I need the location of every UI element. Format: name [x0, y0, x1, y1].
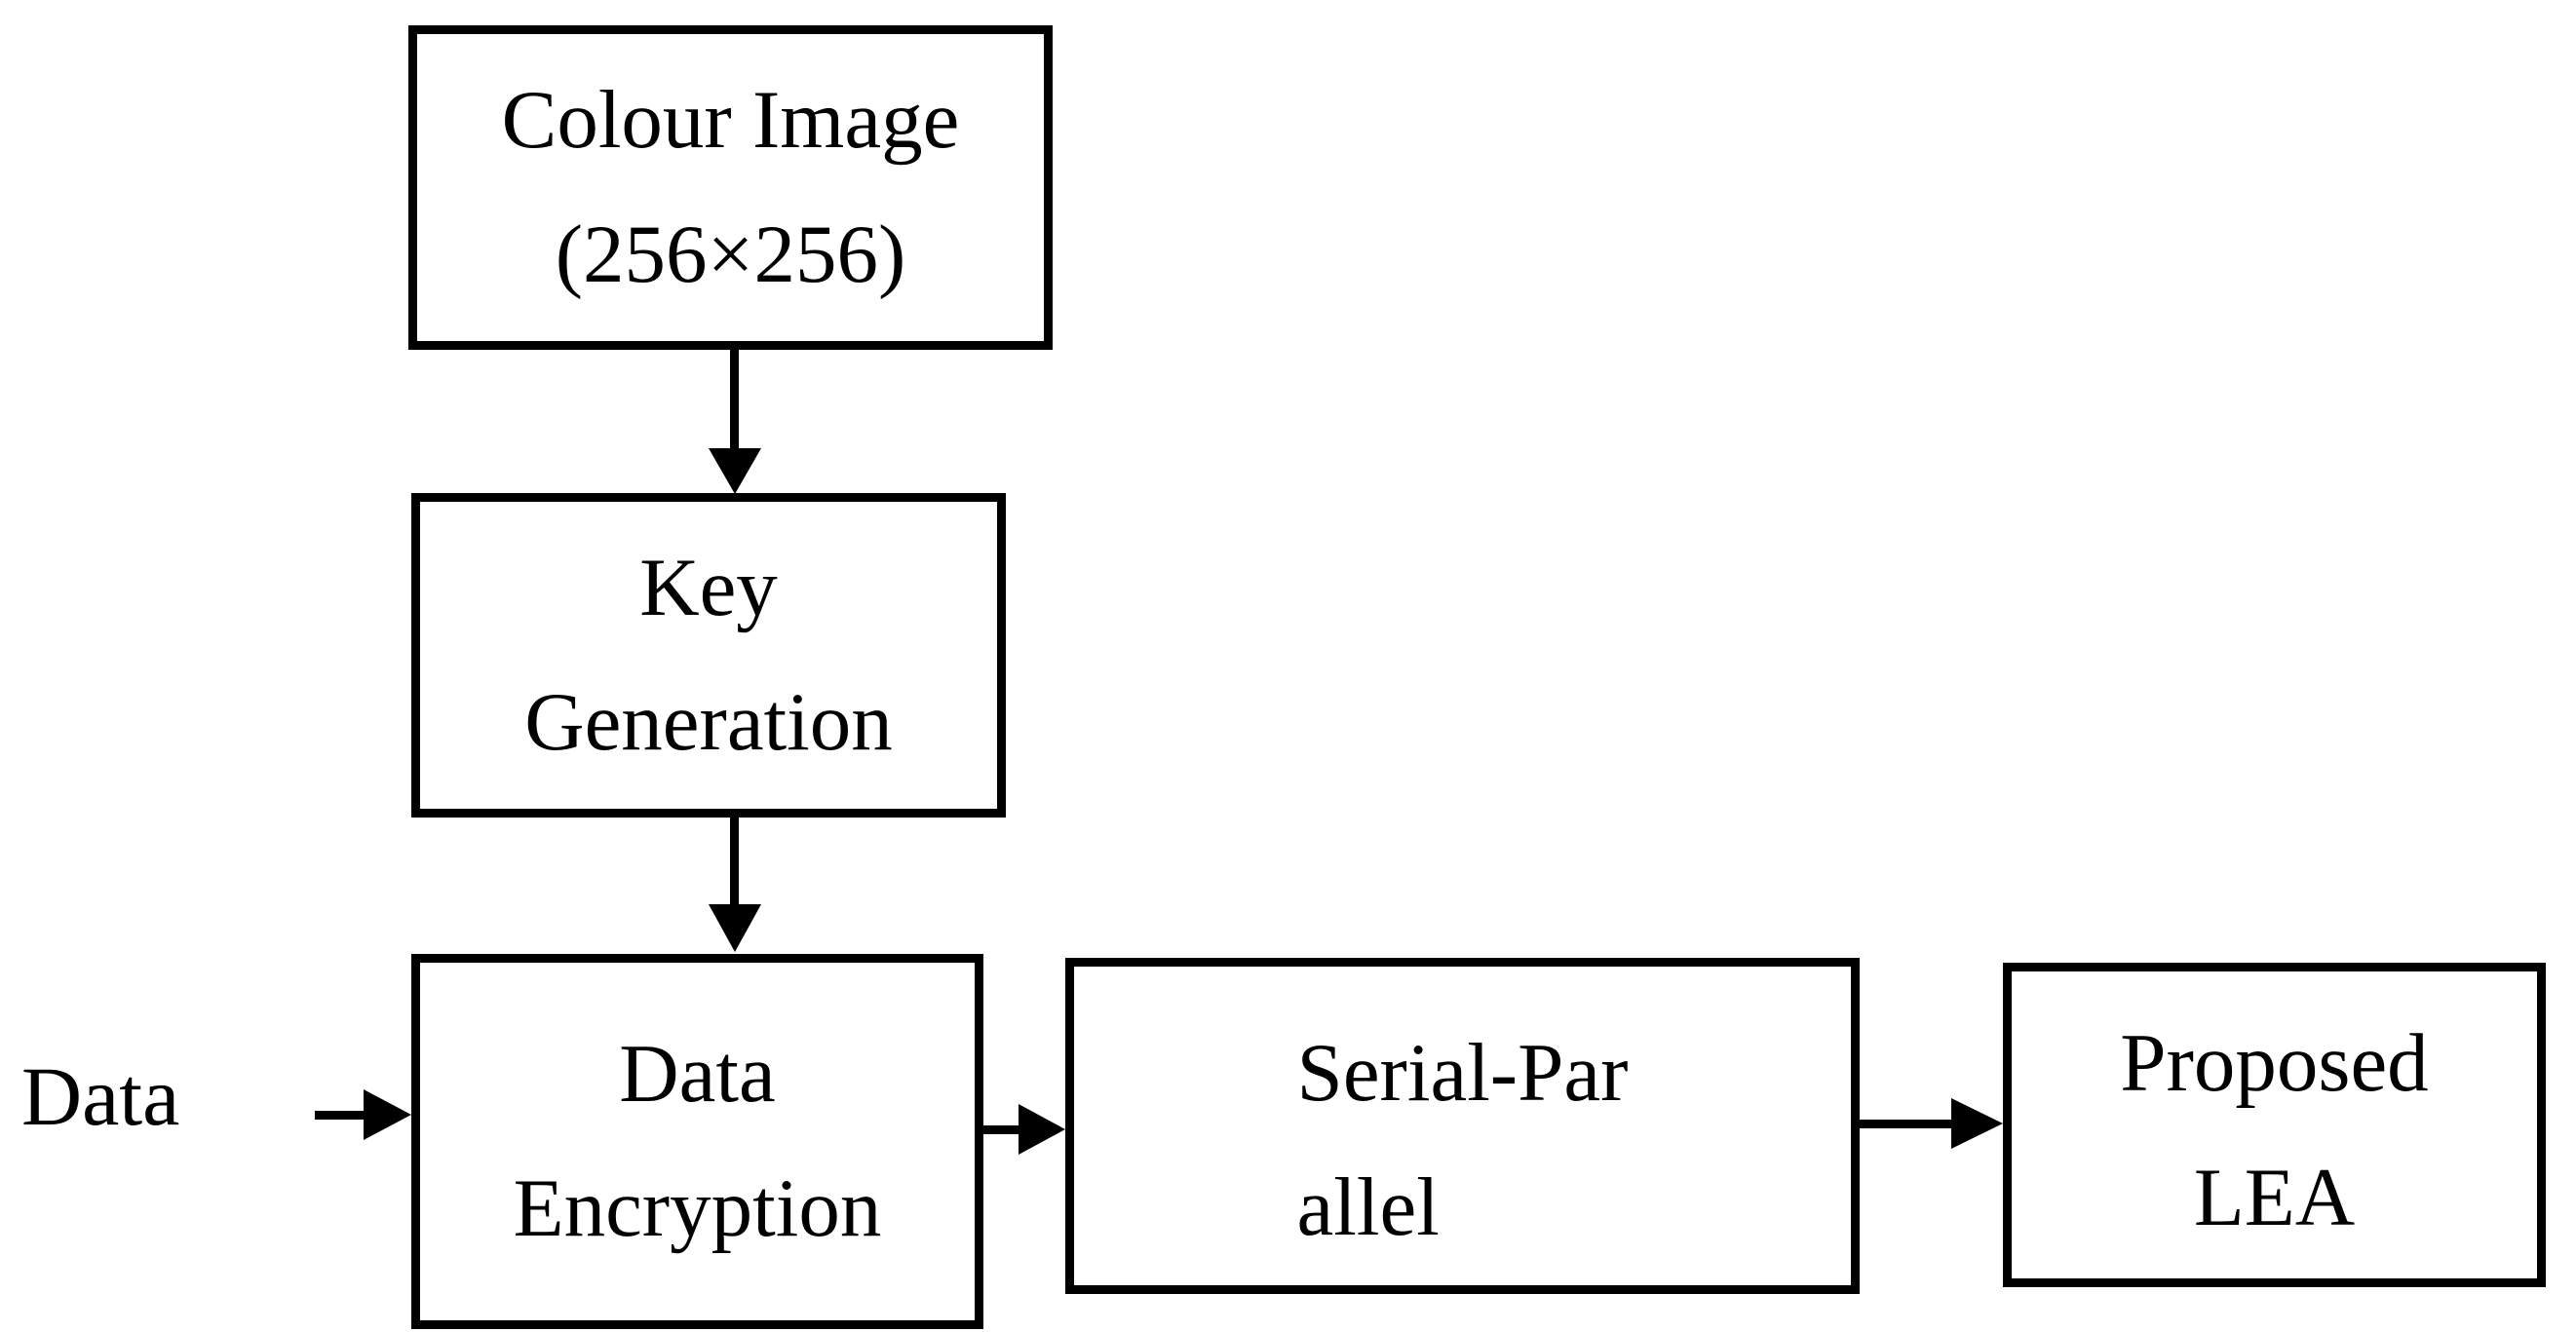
box-line: Colour Image	[501, 73, 960, 166]
box-proposed-lea: Proposed LEA	[2003, 963, 2546, 1287]
box-data-encryption: Data Encryption	[411, 954, 983, 1329]
box-line: Generation	[524, 675, 893, 768]
box-serial-parallel: Serial-Par allel	[1065, 958, 1860, 1294]
arrow-head	[709, 904, 761, 952]
box-line: LEA	[2193, 1151, 2356, 1243]
arrow-stem	[1859, 1120, 1954, 1128]
box-text-block: Serial-Par allel	[1297, 1007, 1629, 1275]
arrow-stem	[730, 817, 739, 906]
arrow-stem	[982, 1125, 1021, 1134]
box-line: Encryption	[513, 1161, 882, 1254]
data-input-label: Data	[21, 1049, 180, 1143]
arrow-stem	[315, 1111, 367, 1120]
arrow-head	[1951, 1098, 2003, 1149]
box-line: Key	[639, 541, 778, 633]
arrow-head	[709, 448, 761, 494]
arrow-stem	[730, 349, 739, 450]
box-line: allel	[1296, 1161, 1440, 1253]
box-key-generation: Key Generation	[411, 493, 1006, 818]
box-line: Serial-Par	[1296, 1026, 1629, 1119]
box-colour-image: Colour Image (256×256)	[408, 25, 1053, 350]
box-line: (256×256)	[555, 208, 906, 300]
box-line: Proposed	[2120, 1016, 2429, 1109]
arrow-head	[1019, 1104, 1065, 1155]
arrow-head	[364, 1089, 411, 1140]
box-line: Data	[619, 1027, 776, 1120]
